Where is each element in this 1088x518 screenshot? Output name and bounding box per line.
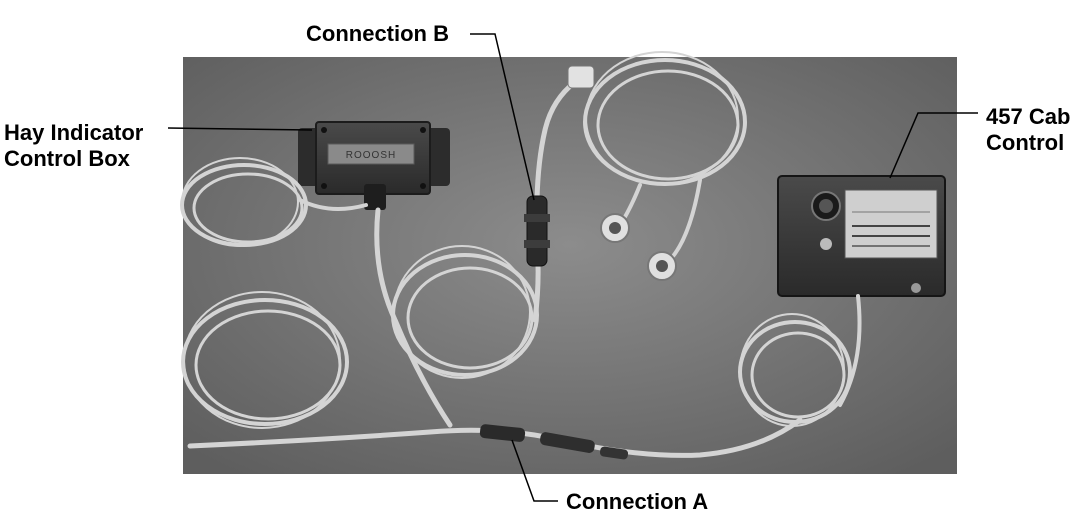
leader-cab	[889, 112, 978, 179]
leader-hay	[167, 127, 313, 131]
hay-indicator-control-box: ROOOSH	[298, 121, 450, 210]
leader-lines	[167, 33, 978, 502]
connection-a-splice	[479, 424, 629, 460]
connection-b-connector	[524, 195, 550, 267]
hay-indicator-control-box-label: Hay Indicator Control Box	[4, 120, 144, 171]
connection-a-label: Connection A	[566, 489, 709, 514]
cab-control-box	[777, 175, 946, 297]
round-connectors	[567, 65, 677, 281]
cables	[180, 51, 862, 458]
leader-connection-b	[470, 33, 535, 201]
leader-connection-a	[511, 439, 558, 502]
cab-control-label: 457 Cab Control	[986, 104, 1071, 155]
control-box-label: ROOOSH	[346, 150, 396, 161]
connection-b-label: Connection B	[306, 21, 449, 46]
